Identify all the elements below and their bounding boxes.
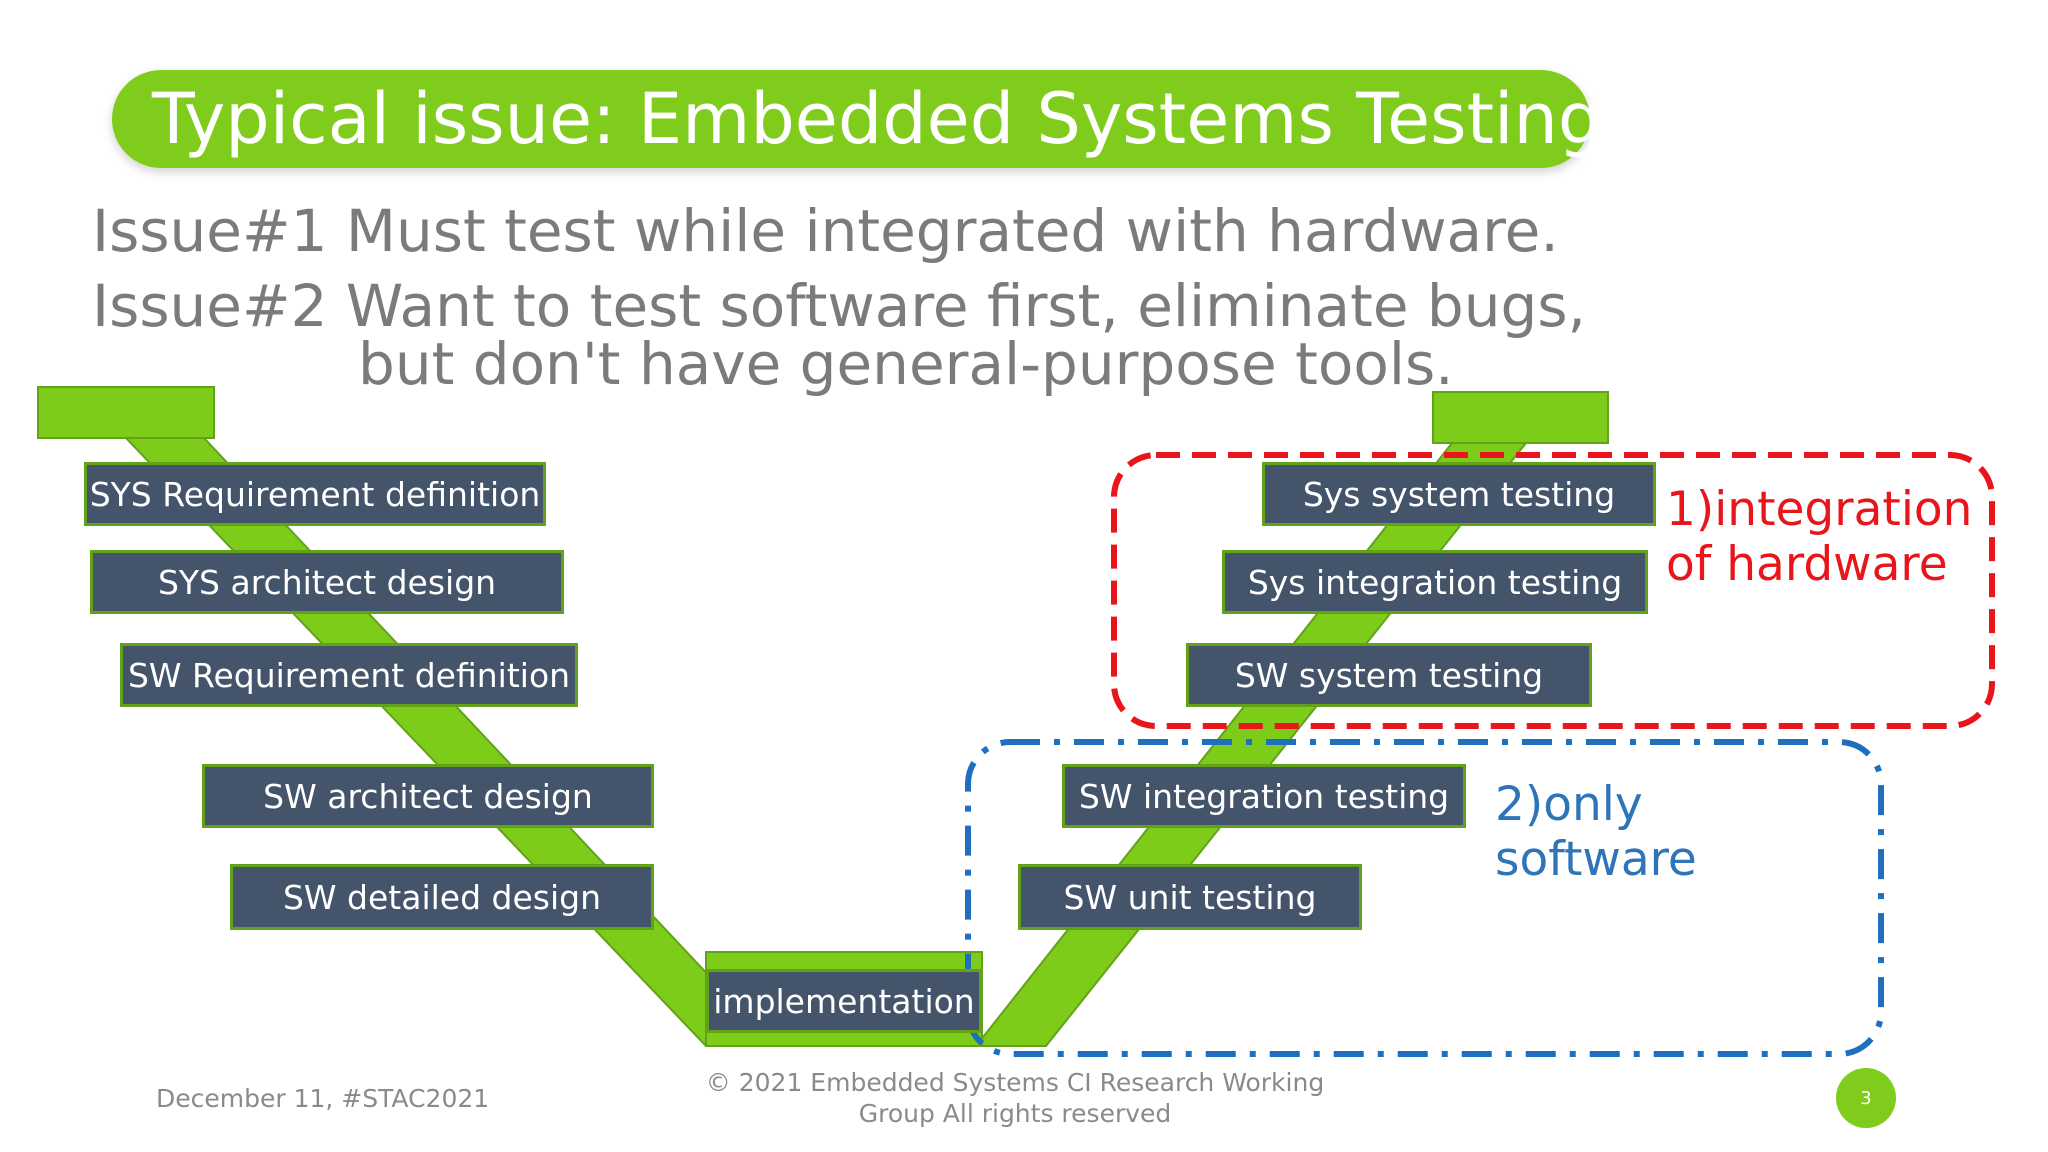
title-banner: Typical issue: Embedded Systems Testing — [112, 70, 1603, 168]
v-right-top-tab — [1432, 391, 1609, 444]
footer-date-event: December 11, #STAC2021 — [156, 1084, 490, 1113]
slide-title: Typical issue: Embedded Systems Testing — [152, 78, 1603, 160]
hardware-integration-callout: 1)integration of hardware — [1666, 482, 1972, 593]
step-sw-requirement-definition: SW Requirement definition — [120, 643, 578, 707]
step-sys-architect-design: SYS architect design — [90, 550, 564, 614]
issue-2-continuation: but don't have general-purpose tools. — [358, 330, 1454, 398]
step-sw-system-testing: SW system testing — [1186, 643, 1592, 707]
step-sys-requirement-definition: SYS Requirement definition — [84, 462, 546, 526]
v-left-arm — [123, 437, 778, 1047]
v-left-top-tab — [37, 386, 215, 439]
software-callout-line2: software — [1495, 832, 1697, 888]
step-sw-detailed-design: SW detailed design — [230, 864, 654, 930]
step-sys-integration-testing: Sys integration testing — [1222, 550, 1648, 614]
step-sw-integration-testing: SW integration testing — [1062, 764, 1466, 828]
software-only-callout: 2)only software — [1495, 777, 1697, 888]
step-implementation: implementation — [706, 969, 982, 1033]
page-number-badge: 3 — [1836, 1068, 1896, 1128]
step-sw-architect-design: SW architect design — [202, 764, 654, 828]
hardware-callout-line1: 1)integration — [1666, 482, 1973, 537]
issue-1-text: Issue#1 Must test while integrated with … — [92, 197, 1559, 265]
hardware-callout-line2: of hardware — [1666, 537, 1948, 593]
hardware-integration-region — [1111, 452, 1995, 729]
step-sw-unit-testing: SW unit testing — [1018, 864, 1362, 930]
footer-copyright-line2: Group All rights reserved — [858, 1099, 1172, 1129]
software-callout-line1: 2)only — [1495, 777, 1643, 832]
footer-copyright-line1: © 2021 Embedded Systems CI Research Work… — [705, 1068, 1325, 1097]
footer-copyright: © 2021 Embedded Systems CI Research Work… — [690, 1067, 1340, 1130]
issue-2-text: Issue#2 Want to test software first, eli… — [92, 272, 1586, 340]
step-sys-system-testing: Sys system testing — [1262, 462, 1656, 526]
software-only-region — [965, 739, 1884, 1057]
